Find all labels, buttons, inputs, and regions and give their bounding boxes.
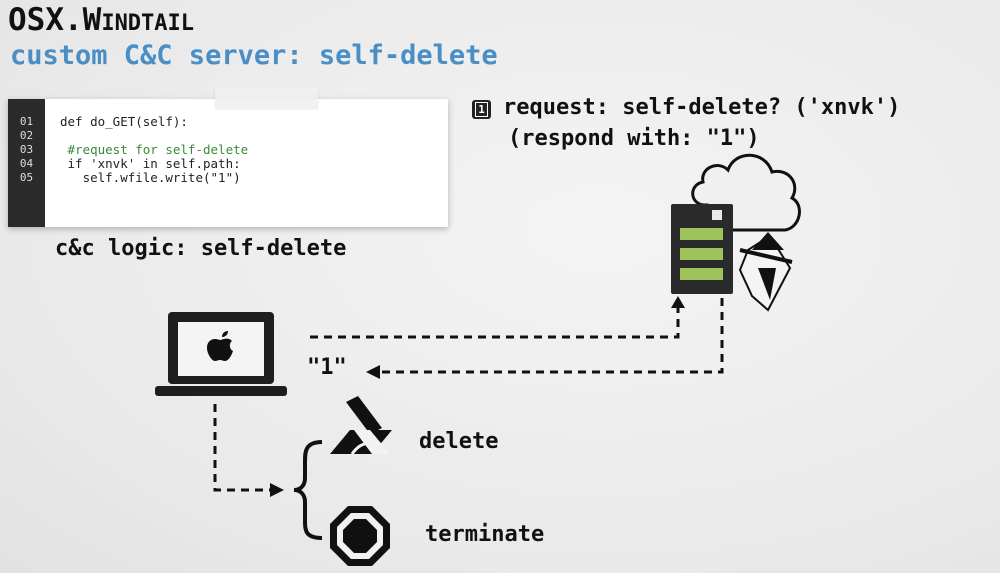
line-number: 04: [19, 157, 34, 170]
request-arrow: [310, 306, 680, 339]
response-label: "1": [307, 355, 347, 380]
slide-title: OSX.Windtail: [8, 2, 195, 38]
stop-sign-icon: [330, 506, 390, 566]
step-badge: 1: [472, 100, 491, 119]
request-arrowhead: [671, 296, 685, 308]
response-arrow: [380, 298, 724, 374]
eraser-icon: [330, 396, 392, 455]
line-number: 02: [19, 129, 34, 142]
tape-strip: [215, 88, 318, 108]
spy-icon: [738, 232, 793, 312]
step-number: 1: [475, 102, 488, 117]
code-caption: c&c logic: self-delete: [55, 236, 347, 261]
response-arrowhead: [366, 365, 380, 379]
action-arrow: [213, 404, 270, 492]
slide-subtitle: custom C&C server: self-delete: [10, 40, 498, 71]
code-line: self.wfile.write("1"): [60, 170, 241, 185]
apple-laptop-icon: [155, 312, 287, 396]
request-text: request: self-delete? ('xnvk'): [503, 95, 901, 120]
terminate-label: terminate: [425, 522, 545, 547]
action-arrowhead: [270, 483, 284, 497]
code-panel: 01 02 03 04 05 def do_GET(self): #reques…: [8, 99, 448, 227]
response-hint-text: (respond with: "1"): [508, 126, 760, 151]
code-lines: def do_GET(self): #request for self-dele…: [60, 115, 248, 185]
delete-label: delete: [419, 429, 499, 454]
code-comment: #request for self-delete: [60, 142, 249, 157]
line-number-gutter: 01 02 03 04 05: [8, 99, 45, 227]
choice-bracket: [293, 440, 323, 540]
server-icon: [671, 204, 733, 294]
line-number: 03: [19, 143, 34, 156]
line-number: 01: [19, 115, 34, 128]
code-line: def do_GET(self):: [60, 114, 188, 129]
line-number: 05: [19, 171, 34, 184]
code-line: if 'xnvk' in self.path:: [60, 156, 241, 171]
